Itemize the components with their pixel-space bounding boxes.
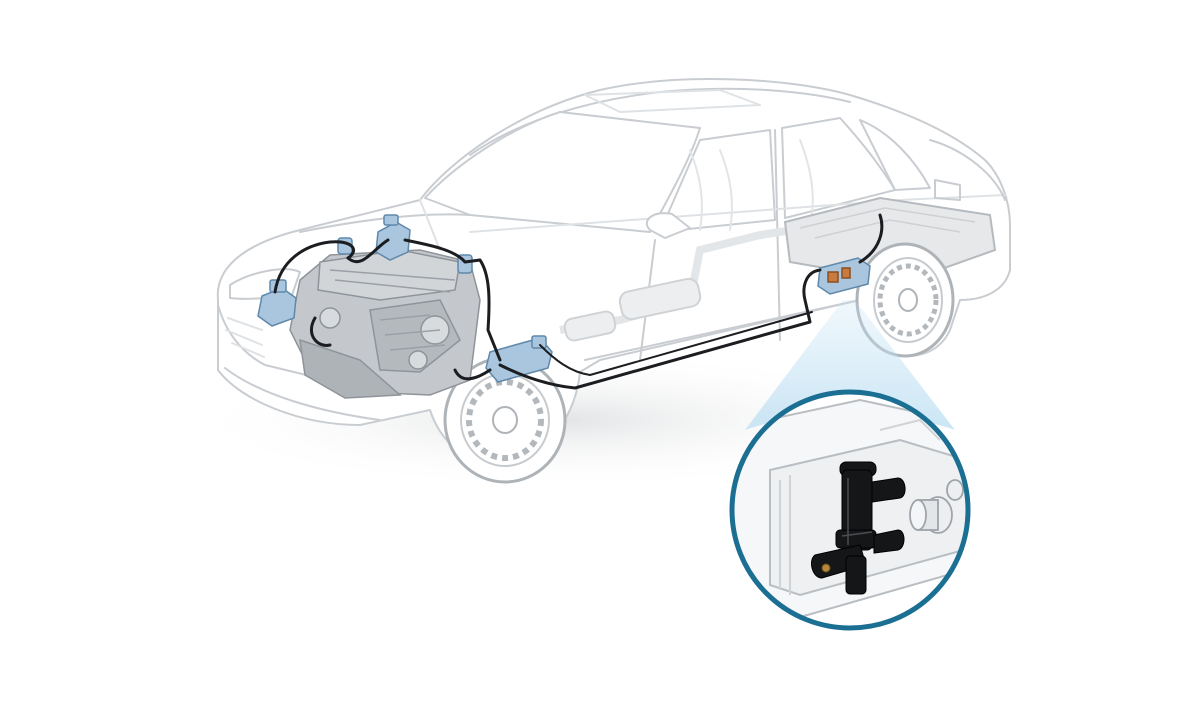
valve-brass-pin	[822, 564, 830, 572]
vent-valve-port	[828, 272, 838, 282]
canister-fitting	[532, 336, 546, 348]
valve-side-port	[872, 478, 905, 502]
vacuum-valve-top-cap	[384, 215, 398, 225]
vent-valve-port-2	[842, 268, 850, 278]
engine-block	[290, 250, 480, 398]
valve-bottom-stem	[846, 556, 866, 594]
